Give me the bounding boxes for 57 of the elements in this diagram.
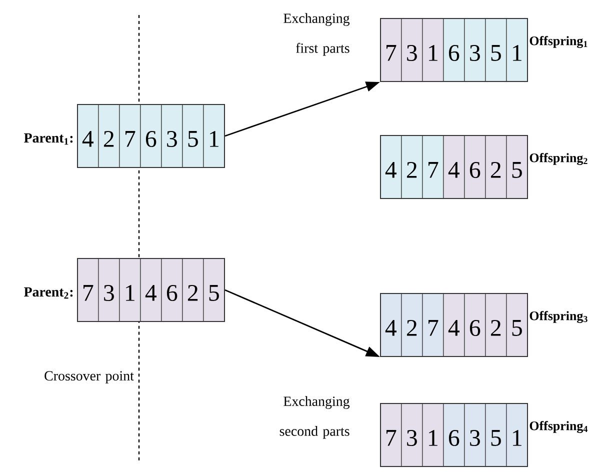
gene-cell: 2: [485, 292, 507, 357]
offspring-label: Offspring$_{4}$: [530, 421, 588, 433]
gene-cell: 3: [401, 402, 423, 467]
gene-cell: 5: [182, 104, 204, 168]
gene-cell: 6: [140, 104, 162, 168]
gene-cell: 7: [422, 292, 444, 357]
gene-cell: 3: [98, 258, 120, 322]
note-text: Crossover point: [44, 371, 134, 384]
gene-cell: 3: [464, 402, 486, 467]
gene-cell: 6: [161, 258, 183, 322]
gene-cell: 2: [401, 292, 423, 357]
gene-cell: 5: [485, 18, 507, 82]
gene-cell: 3: [401, 18, 423, 82]
chromosome-box: [380, 18, 528, 82]
chromosome-box: [380, 134, 528, 199]
gene-cell: 4: [380, 134, 402, 199]
gene-cell: 6: [443, 402, 465, 467]
gene-cell: 5: [485, 402, 507, 467]
parent-label: Parent$_{2}$:: [24, 287, 73, 299]
note-text: Exchanging second parts: [280, 396, 350, 439]
gene-cell: 2: [182, 258, 204, 322]
offspring-label: Offspring$_{3}$: [530, 311, 588, 323]
gene-cell: 1: [506, 402, 528, 467]
gene-cell: 3: [161, 104, 183, 168]
gene-cell: 6: [443, 18, 465, 82]
offspring-label: Offspring$_{2}$: [530, 153, 588, 165]
chromosome-box: [380, 402, 528, 467]
gene-cell: 4: [443, 134, 465, 199]
gene-cell: 1: [422, 18, 444, 82]
gene-cell: 2: [485, 134, 507, 199]
gene-cell: 2: [401, 134, 423, 199]
gene-cell: 7: [380, 402, 402, 467]
gene-cell: 7: [77, 258, 99, 322]
chromosome-box: [77, 104, 225, 168]
gene-cell: 5: [506, 134, 528, 199]
gene-cell: 1: [119, 258, 141, 322]
gene-cell: 2: [98, 104, 120, 168]
chromosome-box: [380, 292, 528, 357]
offspring-label: Offspring$_{1}$: [530, 36, 588, 48]
gene-cell: 3: [464, 18, 486, 82]
gene-cell: 7: [119, 104, 141, 168]
gene-cell: 4: [443, 292, 465, 357]
note-text: Exchanging first parts: [284, 13, 350, 56]
gene-cell: 4: [140, 258, 162, 322]
gene-cell: 7: [380, 18, 402, 82]
gene-cell: 6: [464, 292, 486, 357]
gene-cell: 5: [203, 258, 225, 322]
parent-label: Parent$_{1}$:: [24, 133, 73, 145]
gene-cell: 1: [422, 402, 444, 467]
gene-cell: 7: [422, 134, 444, 199]
chromosome-box: [77, 258, 225, 322]
gene-cell: 6: [464, 134, 486, 199]
gene-cell: 5: [506, 292, 528, 357]
gene-cell: 1: [506, 18, 528, 82]
gene-cell: 4: [77, 104, 99, 168]
gene-cell: 1: [203, 104, 225, 168]
gene-cell: 4: [380, 292, 402, 357]
